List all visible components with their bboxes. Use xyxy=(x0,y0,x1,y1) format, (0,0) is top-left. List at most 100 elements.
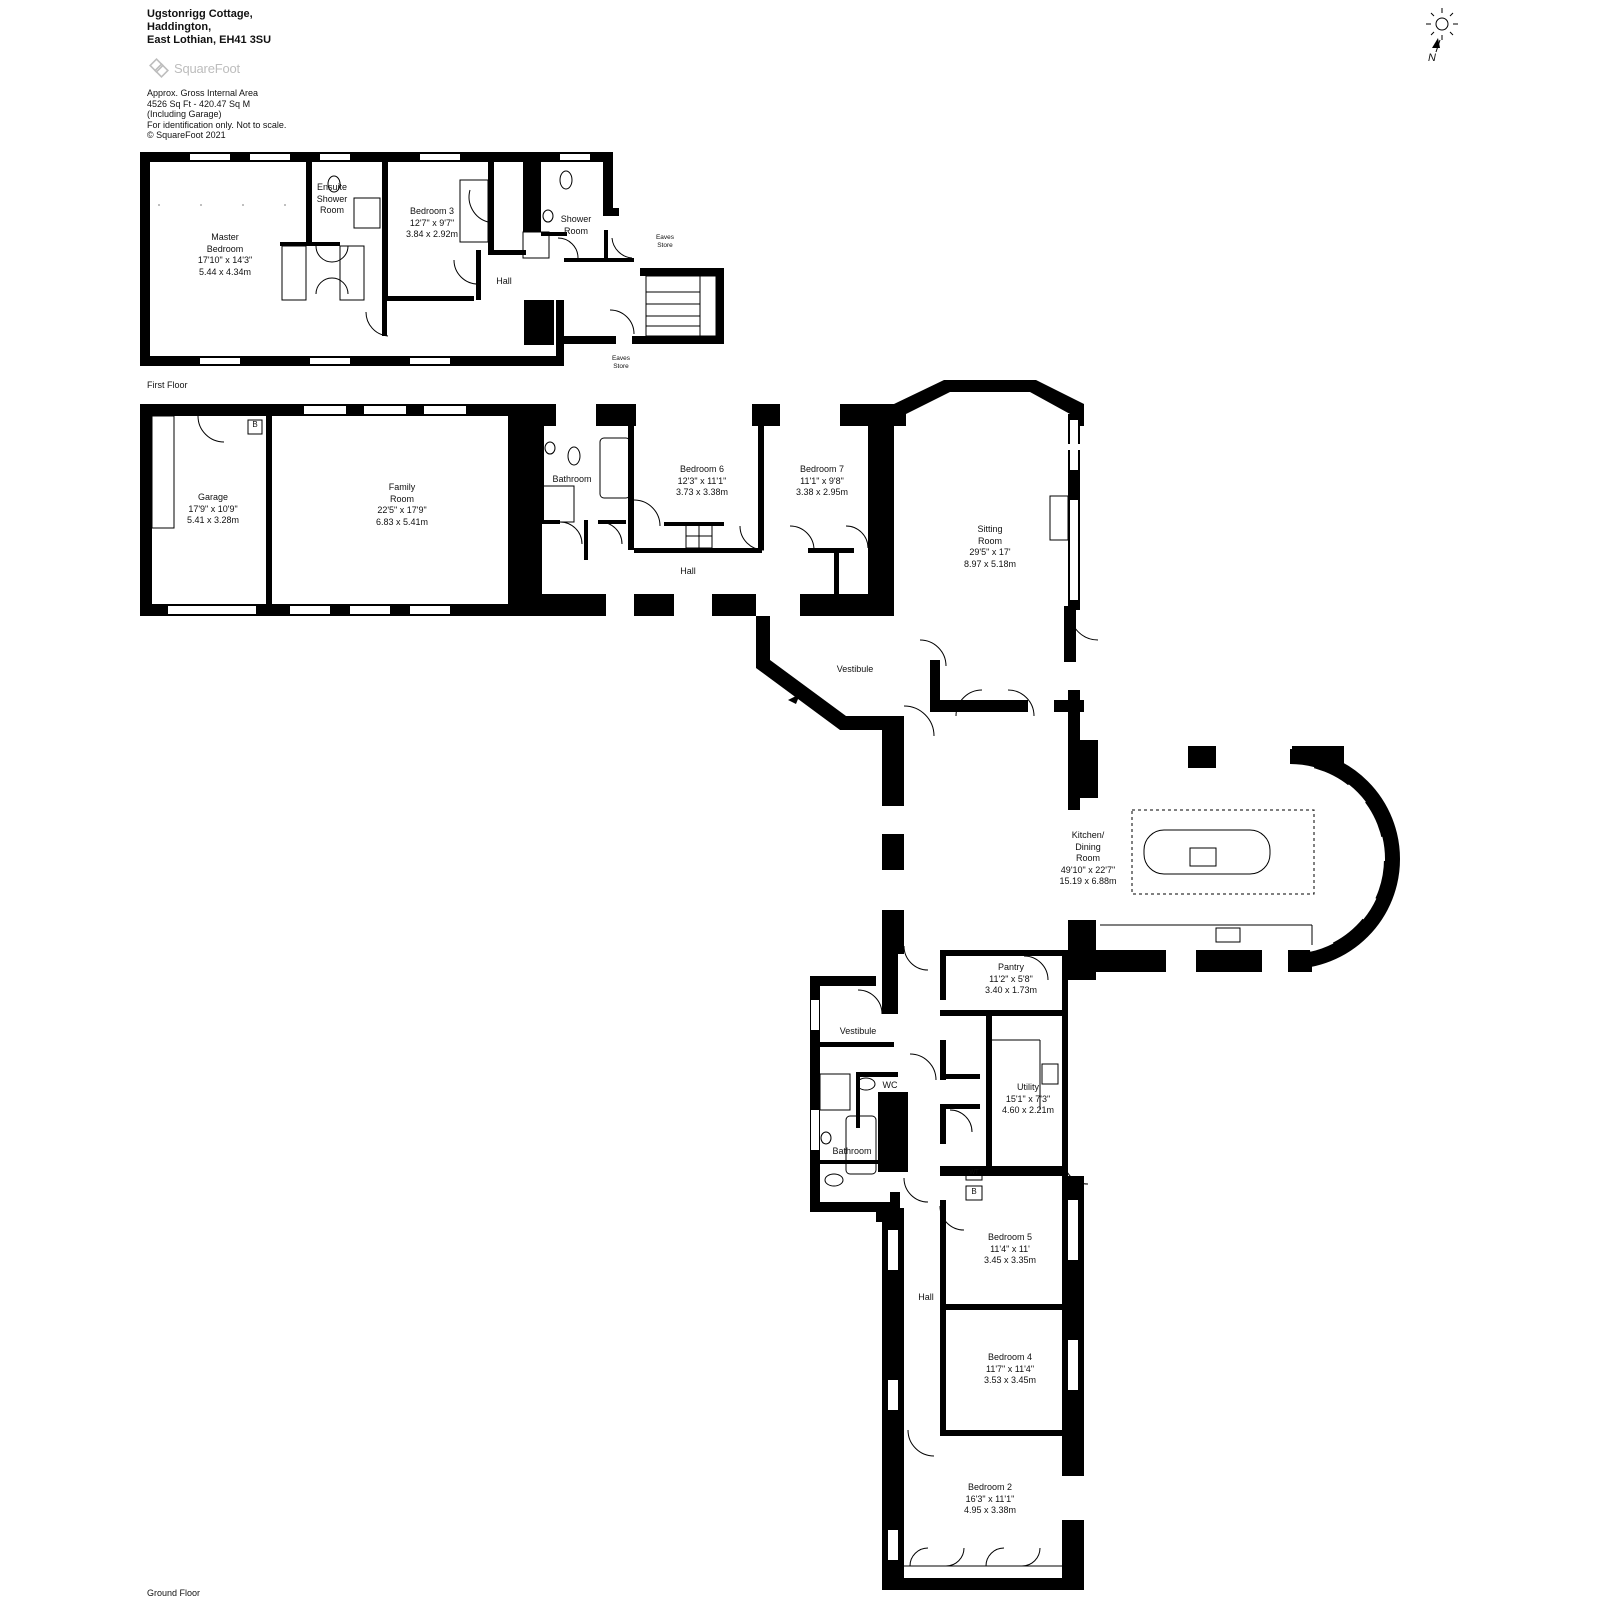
room-utility: Utility 15'1" x 7'3" 4.60 x 2.21m xyxy=(1002,1082,1054,1117)
room-name: Bedroom 6 xyxy=(679,464,725,474)
room-name: Bedroom 4 xyxy=(987,1352,1033,1362)
room-dimensions-metric: 6.83 x 5.41m xyxy=(375,516,429,527)
room-bedroom-7: Bedroom 7 11'1" x 9'8" 3.38 x 2.95m xyxy=(796,464,848,499)
room-hall-first: Hall xyxy=(496,276,512,288)
room-name: Bedroom 2 xyxy=(967,1482,1013,1492)
address-line-3: East Lothian, EH41 3SU xyxy=(147,34,272,46)
label: Eaves xyxy=(611,355,631,362)
boiler-symbol-utility: B xyxy=(971,1187,977,1196)
brand-name: SquareFoot xyxy=(174,60,240,76)
room-name: Bedroom 5 xyxy=(987,1232,1033,1242)
note-line-2: 4526 Sq Ft - 420.47 Sq M xyxy=(147,98,251,109)
room-vestibule-north: Vestibule xyxy=(837,664,874,676)
ground-floor-label: Ground Floor xyxy=(147,1588,201,1598)
room-name: Master xyxy=(211,232,239,242)
room-ensuite: Ensuite Shower Room xyxy=(317,182,348,217)
room-bathroom-north: Bathroom xyxy=(552,474,591,486)
water-tank-symbol: WT xyxy=(969,1170,979,1176)
room-pantry: Pantry 11'2" x 5'8" 3.40 x 1.73m xyxy=(985,962,1037,997)
address-line-2: Haddington, xyxy=(147,21,212,33)
room-name: WC xyxy=(882,1080,898,1090)
room-bedroom-5: Bedroom 5 11'4" x 11' 3.45 x 3.35m xyxy=(984,1232,1036,1267)
room-dimensions-metric: 4.95 x 3.38m xyxy=(963,1505,1017,1515)
room-name: Bedroom 3 xyxy=(409,206,455,216)
room-hall-north: Hall xyxy=(680,566,696,578)
room-name: Bedroom xyxy=(206,243,244,254)
room-kitchen-dining: Kitchen/ Dining Room 49'10" x 22'7" 15.1… xyxy=(1059,830,1116,888)
room-dimensions-metric: 5.41 x 3.28m xyxy=(186,515,240,525)
room-dimensions-imperial: 22'5" x 17'9" xyxy=(377,505,427,515)
room-bathroom-south: Bathroom xyxy=(832,1146,871,1158)
room-name: Bedroom 7 xyxy=(799,464,845,474)
room-dimensions-metric: 5.44 x 4.34m xyxy=(198,266,252,277)
room-dimensions-metric: 8.97 x 5.18m xyxy=(963,558,1017,569)
room-family: Family Room 22'5" x 17'9" 6.83 x 5.41m xyxy=(376,482,428,528)
north-label: N xyxy=(1428,52,1436,64)
room-dimensions-imperial: 12'3" x 11'1" xyxy=(677,475,727,486)
room-master-bedroom: Master Bedroom 17'10" x 14'3" 5.44 x 4.3… xyxy=(198,232,252,278)
note-line-1: Approx. Gross Internal Area xyxy=(147,88,259,98)
room-shower: Shower Room xyxy=(561,214,592,237)
room-dimensions-metric: 3.38 x 2.95m xyxy=(795,487,849,497)
label: Store xyxy=(657,241,673,249)
room-dimensions-metric: 15.19 x 6.88m xyxy=(1059,876,1117,886)
room-name: Room xyxy=(319,205,345,215)
squarefoot-logo-icon xyxy=(149,58,169,78)
room-name: Shower xyxy=(316,193,348,204)
room-dimensions-imperial: 17'10" x 14'3" xyxy=(197,255,253,265)
room-name: Garage xyxy=(197,492,229,502)
address-line-1: Ugstonrigg Cottage, xyxy=(147,8,253,20)
room-wc: WC xyxy=(883,1080,898,1092)
walls xyxy=(140,152,1344,1590)
room-name: Room xyxy=(389,493,414,504)
room-dimensions-imperial: 11'2" x 5'8" xyxy=(989,973,1033,984)
room-name: Pantry xyxy=(997,962,1024,972)
room-name: Hall xyxy=(496,276,512,286)
room-dimensions-metric: 3.40 x 1.73m xyxy=(984,985,1038,995)
note-line-3: (Including Garage) xyxy=(147,109,222,119)
room-dimensions-metric: 3.45 x 3.35m xyxy=(983,1255,1037,1265)
room-bedroom-6: Bedroom 6 12'3" x 11'1" 3.73 x 3.38m xyxy=(676,464,728,499)
area-notes: Approx. Gross Internal Area 4526 Sq Ft -… xyxy=(147,88,286,141)
kitchen-bay-wall xyxy=(1289,749,1400,969)
room-name: Room xyxy=(977,535,1002,546)
room-dimensions-imperial: 49'10" x 22'7" xyxy=(1060,864,1116,875)
room-name: Utility xyxy=(1017,1082,1039,1092)
room-dimensions-imperial: 11'1" x 9'8" xyxy=(800,475,844,486)
room-dimensions-imperial: 29'5" x 17' xyxy=(969,547,1011,557)
room-bedroom-3: Bedroom 3 12'7" x 9'7" 3.84 x 2.92m xyxy=(406,206,458,241)
note-line-5: © SquareFoot 2021 xyxy=(147,130,226,140)
room-name: Ensuite xyxy=(316,182,348,192)
room-name: Bathroom xyxy=(832,1146,872,1156)
room-name: Family xyxy=(388,482,416,492)
room-dimensions-metric: 3.73 x 3.38m xyxy=(675,487,729,497)
first-floor-label: First Floor xyxy=(147,380,188,390)
fixtures xyxy=(151,8,1458,1567)
eaves-store-2: Eaves Store xyxy=(612,355,630,370)
room-name: Sitting xyxy=(977,524,1003,534)
label: Eaves xyxy=(655,234,675,241)
room-name: Room xyxy=(563,225,589,236)
note-line-4: For identification only. Not to scale. xyxy=(147,119,287,130)
room-dimensions-imperial: 17'9" x 10'9" xyxy=(188,503,238,514)
label: Store xyxy=(613,362,629,370)
room-name: Room xyxy=(1075,853,1101,863)
kitchen-bay-windows xyxy=(1289,764,1385,954)
property-address: Ugstonrigg Cottage, Haddington, East Lot… xyxy=(147,8,271,47)
room-dimensions-metric: 3.84 x 2.92m xyxy=(405,229,459,239)
room-garage: Garage 17'9" x 10'9" 5.41 x 3.28m xyxy=(187,492,239,527)
room-name: Dining xyxy=(1075,841,1101,852)
room-dimensions-metric: 4.60 x 2.21m xyxy=(1001,1105,1055,1115)
room-name: Hall xyxy=(918,1292,934,1302)
room-hall-south: Hall xyxy=(918,1292,934,1304)
room-dimensions-metric: 3.53 x 3.45m xyxy=(983,1375,1037,1385)
room-name: Hall xyxy=(680,566,696,576)
boiler-symbol: B xyxy=(252,420,258,429)
room-name: Bathroom xyxy=(552,474,592,484)
room-name: Vestibule xyxy=(839,1026,877,1036)
room-dimensions-imperial: 11'4" x 11' xyxy=(990,1243,1030,1254)
room-name: Kitchen/ xyxy=(1071,830,1105,840)
room-bedroom-2: Bedroom 2 16'3" x 11'1" 4.95 x 3.38m xyxy=(964,1482,1016,1517)
eaves-store-1: Eaves Store xyxy=(656,234,674,249)
room-dimensions-imperial: 12'7" x 9'7" xyxy=(409,217,455,228)
